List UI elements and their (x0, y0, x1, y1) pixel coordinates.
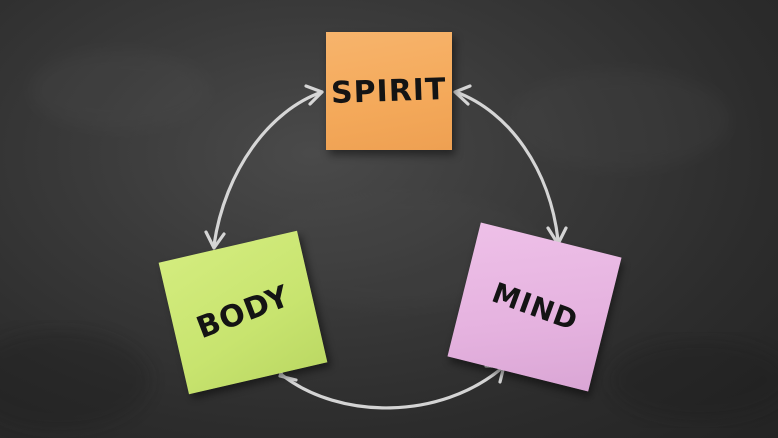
note-label-spirit: SPIRIT (330, 71, 448, 111)
arrow-body-mind (280, 366, 504, 410)
sticky-note-spirit: SPIRIT (326, 32, 452, 150)
arrow-spirit-mind (454, 90, 560, 242)
arrowhead-body-side (204, 230, 226, 250)
arrow-spirit-body (212, 90, 324, 247)
note-label-mind: MIND (487, 275, 583, 338)
note-label-body: BODY (191, 278, 295, 347)
arrowhead-spirit-side-right (453, 84, 472, 106)
arrowhead-spirit-side-left (304, 84, 324, 106)
